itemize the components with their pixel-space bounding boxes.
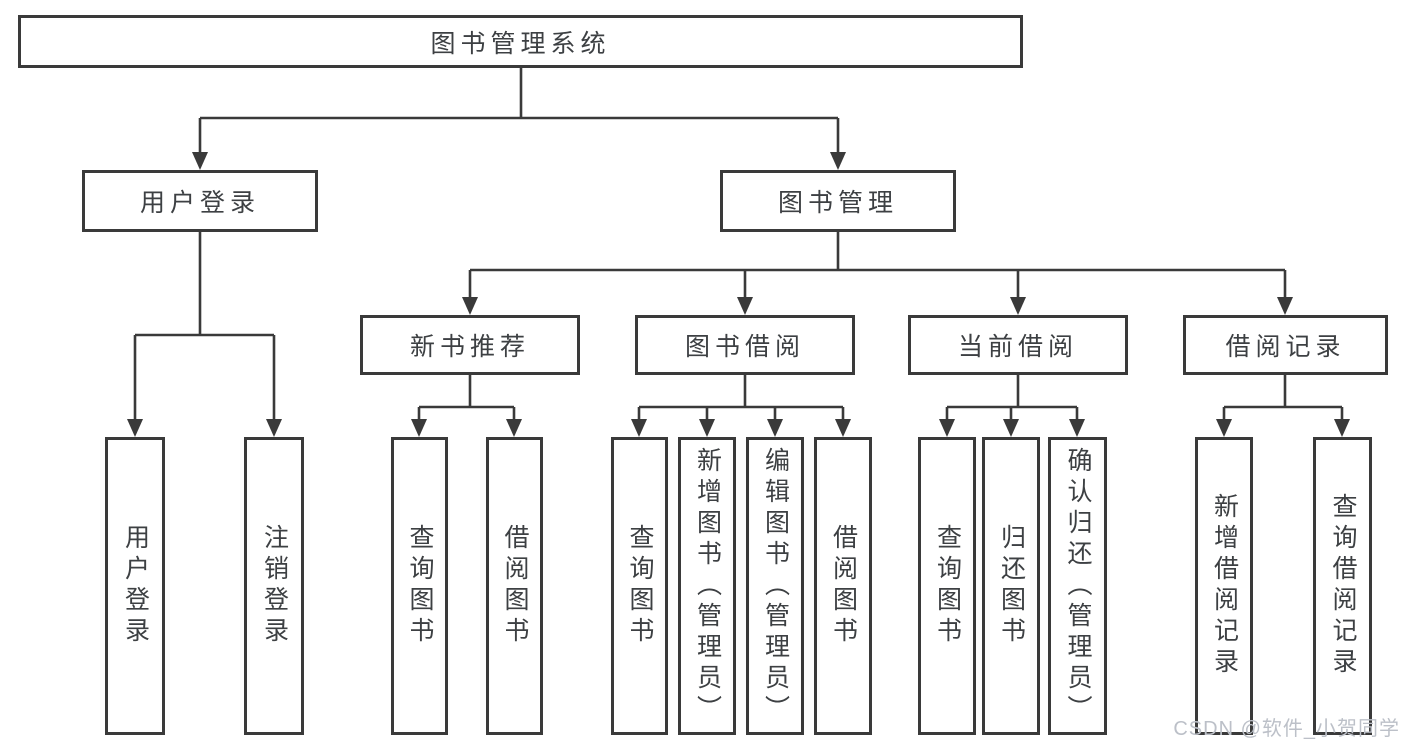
node-user-login: 用户登录 [82, 170, 318, 232]
node-borrowing-records-label: 借阅记录 [1225, 333, 1346, 361]
leaf-newbooks-query: 查询图书 [391, 437, 448, 735]
leaf-borrow-edit-admin-label: 编辑图书（管理员） [761, 446, 790, 726]
connector-root-to-level2 [192, 68, 846, 170]
node-current-borrowing-label: 当前借阅 [957, 333, 1078, 361]
leaf-current-return: 归还图书 [982, 437, 1040, 735]
connector-bookmgmt-to-level3 [462, 232, 1293, 315]
leaf-user-login-label: 用户登录 [121, 524, 150, 648]
node-book-management-label: 图书管理 [777, 189, 898, 217]
leaf-current-query-label: 查询图书 [933, 524, 962, 648]
leaf-borrow-add-admin: 新增图书（管理员） [678, 437, 736, 735]
connector-userlogin-to-leaves [127, 232, 282, 437]
node-new-book-recommend: 新书推荐 [360, 315, 580, 375]
leaf-borrow-add-admin-label: 新增图书（管理员） [693, 446, 722, 726]
leaf-borrow-books: 借阅图书 [814, 437, 872, 735]
connector-newbooks-to-leaves [411, 375, 522, 437]
node-user-login-label: 用户登录 [139, 189, 260, 217]
leaf-logout-login: 注销登录 [244, 437, 304, 735]
node-borrowing-records: 借阅记录 [1183, 315, 1388, 375]
leaf-borrow-books-label: 借阅图书 [829, 524, 858, 648]
connector-bookborrow-to-leaves [631, 375, 851, 437]
leaf-borrow-edit-admin: 编辑图书（管理员） [746, 437, 804, 735]
node-root-system: 图书管理系统 [18, 15, 1023, 68]
leaf-current-query: 查询图书 [918, 437, 976, 735]
node-book-management: 图书管理 [720, 170, 956, 232]
leaf-newbooks-borrow: 借阅图书 [486, 437, 543, 735]
leaf-borrow-query-label: 查询图书 [626, 524, 654, 648]
leaf-records-add: 新增借阅记录 [1195, 437, 1253, 735]
leaf-current-confirm-admin: 确认归还（管理员） [1048, 437, 1107, 735]
csdn-watermark: CSDN @软件_小贺同学 [1173, 718, 1400, 740]
node-current-borrowing: 当前借阅 [908, 315, 1128, 375]
node-new-book-recommend-label: 新书推荐 [409, 333, 530, 361]
leaf-records-add-label: 新增借阅记录 [1210, 493, 1239, 679]
leaf-newbooks-borrow-label: 借阅图书 [501, 524, 529, 648]
leaf-records-query-label: 查询借阅记录 [1329, 493, 1357, 679]
node-root-label: 图书管理系统 [430, 29, 611, 58]
leaf-current-return-label: 归还图书 [997, 524, 1026, 648]
leaf-logout-login-label: 注销登录 [260, 524, 289, 648]
connector-currentborrow-to-leaves [939, 375, 1085, 437]
leaf-records-query: 查询借阅记录 [1313, 437, 1372, 735]
node-book-borrowing-label: 图书借阅 [684, 333, 805, 361]
leaf-user-login: 用户登录 [105, 437, 165, 735]
leaf-current-confirm-admin-label: 确认归还（管理员） [1064, 446, 1092, 726]
leaf-borrow-query: 查询图书 [611, 437, 668, 735]
leaf-newbooks-query-label: 查询图书 [406, 524, 434, 648]
connector-records-to-leaves [1216, 375, 1350, 437]
node-book-borrowing: 图书借阅 [635, 315, 855, 375]
